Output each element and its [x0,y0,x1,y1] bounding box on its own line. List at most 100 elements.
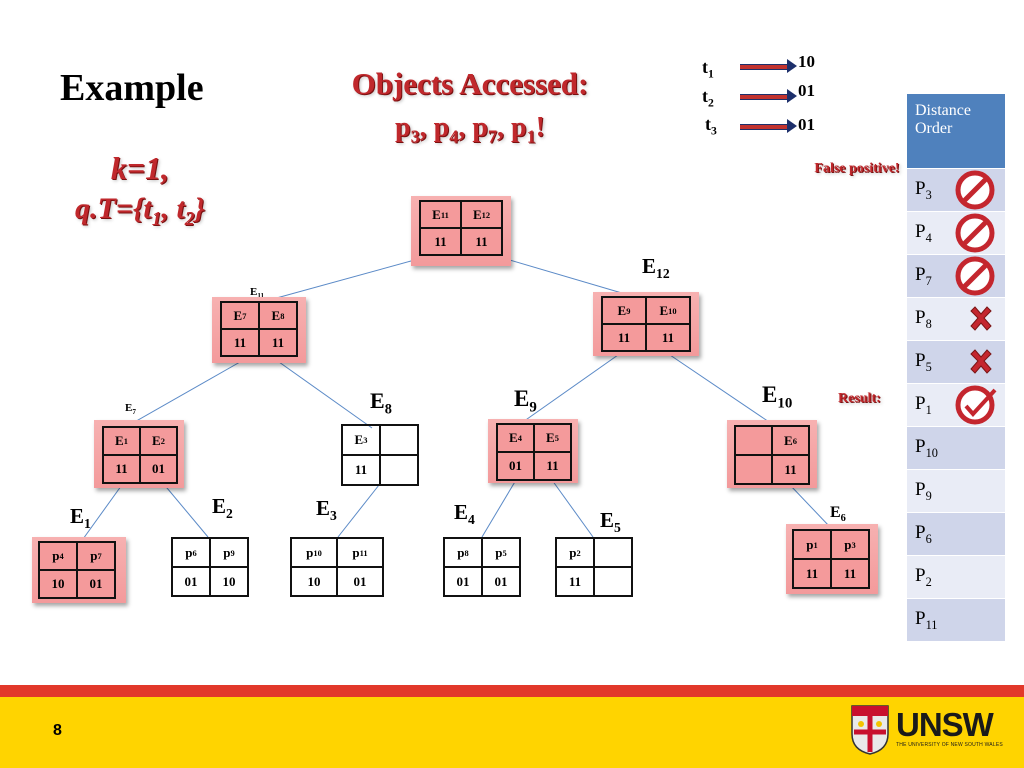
node-cell [735,455,772,484]
node-cell: 11 [831,559,869,588]
distance-order-row: P8 [906,297,1006,341]
distance-order-header: Distance Order [906,93,1006,169]
query-k: k=1, [110,150,170,186]
distance-order-row: P5 [906,340,1006,384]
keyword-t3-code: 01 [798,115,815,134]
node-cell: 01 [140,455,177,483]
cross-icon [965,303,997,341]
label-E11: E11 [250,286,264,300]
node-cell: 11 [602,324,646,351]
arrow-icon [740,59,797,73]
check-icon [955,385,999,431]
distance-order-row: P9 [906,469,1006,513]
distance-order-row: P10 [906,426,1006,470]
distance-order-row: P1 [906,383,1006,427]
edge-E8-E3 [337,484,380,538]
label-E1: E1 [70,504,91,532]
distance-order-row: P6 [906,512,1006,556]
cross-icon [965,346,997,384]
distance-order-row: P3 [906,168,1006,212]
label-E2: E2 [212,494,233,522]
object-label: P7 [915,263,932,288]
distance-order-item: P9 [906,469,1006,513]
distance-order-item: P11 [906,598,1006,642]
edge-E12-E10 [669,354,779,429]
keyword-t2-code: 01 [798,81,815,100]
footer-red-bar [0,685,1024,697]
edge-E10-E6 [789,484,831,528]
edge-E9-E5 [551,479,594,538]
edge-E7-E1 [77,481,125,547]
distance-order-item: P7 [906,254,1006,298]
distance-order-row: P7 [906,254,1006,298]
node-cell [735,426,772,455]
distance-order-item: P5 [906,340,1006,384]
object-label: P10 [915,435,938,460]
page-number: 8 [53,722,62,739]
node-cell: 01 [172,567,210,596]
distance-order-row: P2 [906,555,1006,599]
unsw-logo-subtitle: THE UNIVERSITY OF NEW SOUTH WALES [896,742,1003,748]
distance-order-item: P4 [906,211,1006,255]
node-cell [594,567,632,596]
result-note: Result: [838,391,881,406]
object-label: P9 [915,478,932,503]
distance-order-item: P3 [906,168,1006,212]
distance-order-item: P10 [906,426,1006,470]
label-E3: E3 [316,496,337,524]
label-E5: E5 [600,508,621,536]
object-label: P8 [915,306,932,331]
objects-accessed-list: p3, p4, p7, p1! [394,112,545,147]
node-cell: 01 [482,567,520,596]
arrow-icon [740,119,797,133]
edge-E7-E2 [161,481,209,538]
distance-order-item: P1 [906,383,1006,427]
node-cell: 11 [461,228,502,255]
object-label: P11 [915,607,938,632]
node-cell [380,425,418,455]
edge-E11-E7 [123,361,241,429]
object-label: P3 [915,177,932,202]
object-label: P5 [915,349,932,374]
node-cell [380,455,418,485]
unsw-crest-icon [851,705,889,755]
node-cell: 01 [444,567,482,596]
node-cell: 11 [534,452,571,480]
node-cell: 01 [337,567,383,596]
node-cell: 11 [793,559,831,588]
distance-order-item: P8 [906,297,1006,341]
keyword-t3: t3 [705,114,717,138]
distance-order-item: P2 [906,555,1006,599]
object-label: P4 [915,220,932,245]
node-cell: 01 [77,570,115,598]
node-cell: 11 [103,455,140,483]
